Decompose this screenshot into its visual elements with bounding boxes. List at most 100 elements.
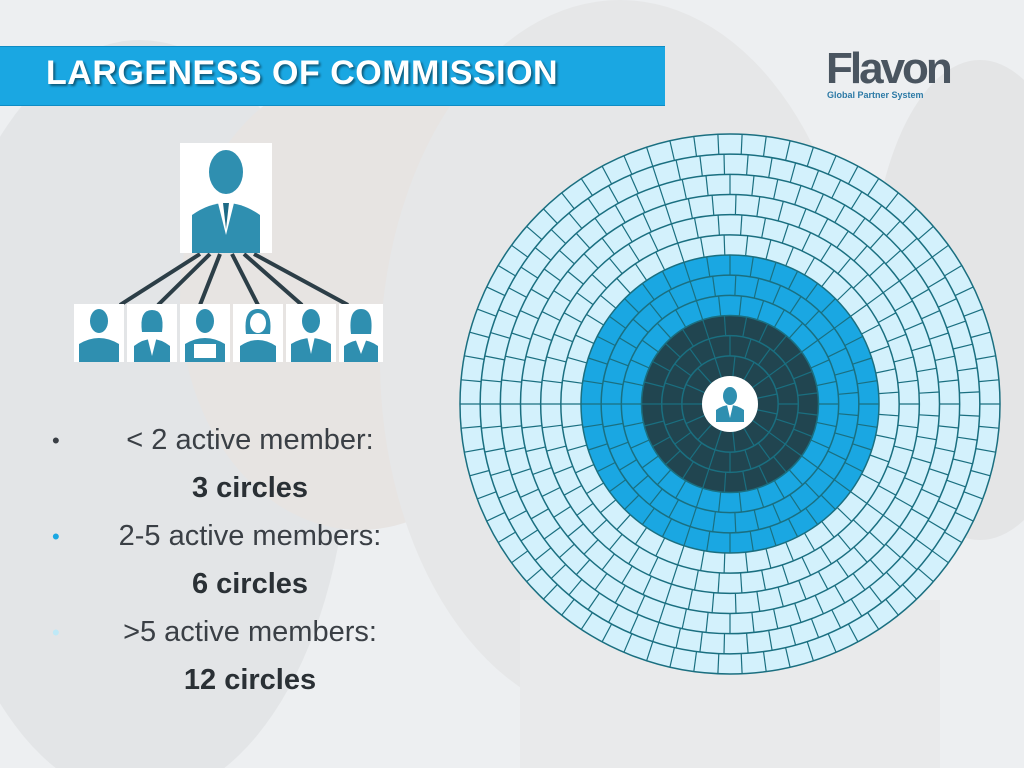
ring-segment-line [957, 436, 978, 441]
ring-segment-line [853, 245, 868, 262]
ring-segment-line [852, 573, 866, 591]
ring-segment-line [629, 174, 639, 194]
ring-segment-line [793, 370, 813, 380]
ring-segment-line [734, 512, 737, 533]
ring-segment-line [814, 595, 824, 615]
ring-segment-line [743, 362, 755, 381]
ring-segment-line [505, 447, 526, 453]
ring-segment-line [798, 208, 807, 228]
ring-segment-line [575, 232, 591, 249]
ring-segment-line [868, 586, 883, 603]
ring-segment-line [852, 519, 869, 535]
ring-segment-line [777, 201, 784, 222]
ring-segment-line [693, 651, 698, 672]
ring-segment-line [723, 552, 726, 574]
ring-segment-line [652, 436, 671, 448]
ring-segment-line [567, 356, 587, 364]
ring-segment-line [806, 641, 814, 661]
ring-segment-line [596, 335, 616, 347]
ring-segment-line [810, 359, 830, 369]
ring-segment-line [511, 468, 531, 476]
ring-segment-line [894, 496, 913, 508]
man-icon [180, 304, 230, 362]
ring-segment-line [831, 179, 842, 199]
ring-segment-line [911, 456, 932, 464]
ring-segment-line [628, 243, 640, 262]
ring-segment-line [781, 223, 790, 244]
ring-segment-line [695, 488, 704, 508]
ring-segment-line [844, 335, 864, 347]
ring-segment-line [486, 511, 506, 522]
ring-segment-line [756, 591, 761, 612]
ring-segment-line [608, 257, 623, 275]
ring-segment-line [785, 140, 791, 161]
ring-segment-line [541, 311, 561, 322]
ring-segment-line [476, 491, 497, 500]
ring-segment-line [885, 598, 899, 616]
ring-segment-line [661, 270, 673, 290]
ring-segment-line [600, 294, 617, 309]
ring-segment-line [801, 232, 812, 252]
ring-segment-line [652, 622, 660, 642]
ring-segment-line [861, 324, 880, 335]
member-bullet-list: •< 2 active member: 3 circles •2-5 activ… [40, 424, 460, 712]
ring-segment-line [751, 175, 755, 196]
ring-segment-line [746, 633, 749, 654]
ring-segment-line [642, 213, 652, 233]
ring-segment-line [630, 359, 650, 369]
ring-segment-line [877, 312, 897, 324]
ring-segment-line [648, 232, 659, 252]
ring-segment-line [897, 424, 918, 429]
ring-segment-line [583, 539, 599, 555]
ring-segment-line [594, 573, 608, 591]
ring-segment-line [831, 609, 842, 629]
ring-segment-line [511, 244, 529, 258]
ring-segment-line [944, 264, 963, 277]
ring-segment-line [601, 237, 615, 255]
ring-segment-line [558, 543, 575, 559]
ring-segment-line [768, 157, 773, 178]
ring-segment-line [757, 393, 778, 399]
ring-segment-line [723, 315, 727, 336]
ring-segment-line [902, 208, 918, 224]
ring-segment-line [738, 295, 742, 317]
ring-segment-line [817, 467, 835, 481]
ring-segment-line [775, 418, 796, 426]
ring-segment-line [970, 469, 991, 477]
ring-segment-line [582, 423, 603, 428]
ring-segment-line [596, 461, 616, 473]
bullet-dot: • [52, 620, 60, 645]
man-icon [286, 304, 336, 362]
ring-segment-line [601, 623, 613, 643]
ring-segment-line [685, 414, 705, 425]
ring-segment-line [681, 179, 687, 200]
ring-segment-line [534, 247, 552, 261]
ring-segment-line [810, 170, 820, 190]
ring-segment-line [869, 345, 890, 354]
ring-segment-line [706, 256, 711, 277]
ring-segment-line [563, 484, 583, 496]
man-icon [74, 304, 124, 362]
ring-segment-line [603, 422, 624, 428]
ring-segment-line [794, 603, 802, 623]
ring-segment-line [553, 290, 572, 303]
ring-segment-line [609, 315, 627, 329]
ring-segment-line [484, 355, 505, 361]
ring-segment-line [634, 527, 648, 545]
ring-segment-line [689, 507, 697, 527]
ring-segment-line [712, 276, 716, 297]
ring-segment-line [794, 185, 802, 205]
ring-segment-line [614, 204, 626, 223]
ring-segment-line [521, 425, 542, 429]
ring-segment-line [899, 526, 917, 540]
bullet-label: >5 active members: [123, 616, 377, 648]
ring-segment-line [769, 262, 777, 282]
ring-segment-line [519, 488, 539, 498]
ring-segment-line [486, 286, 506, 297]
ring-segment-line [850, 304, 868, 317]
ring-segment-line [519, 310, 539, 320]
ring-segment-line [567, 270, 584, 285]
ring-segment-line [695, 300, 704, 320]
woman-icon [127, 304, 177, 362]
ring-segment-line [762, 651, 767, 672]
